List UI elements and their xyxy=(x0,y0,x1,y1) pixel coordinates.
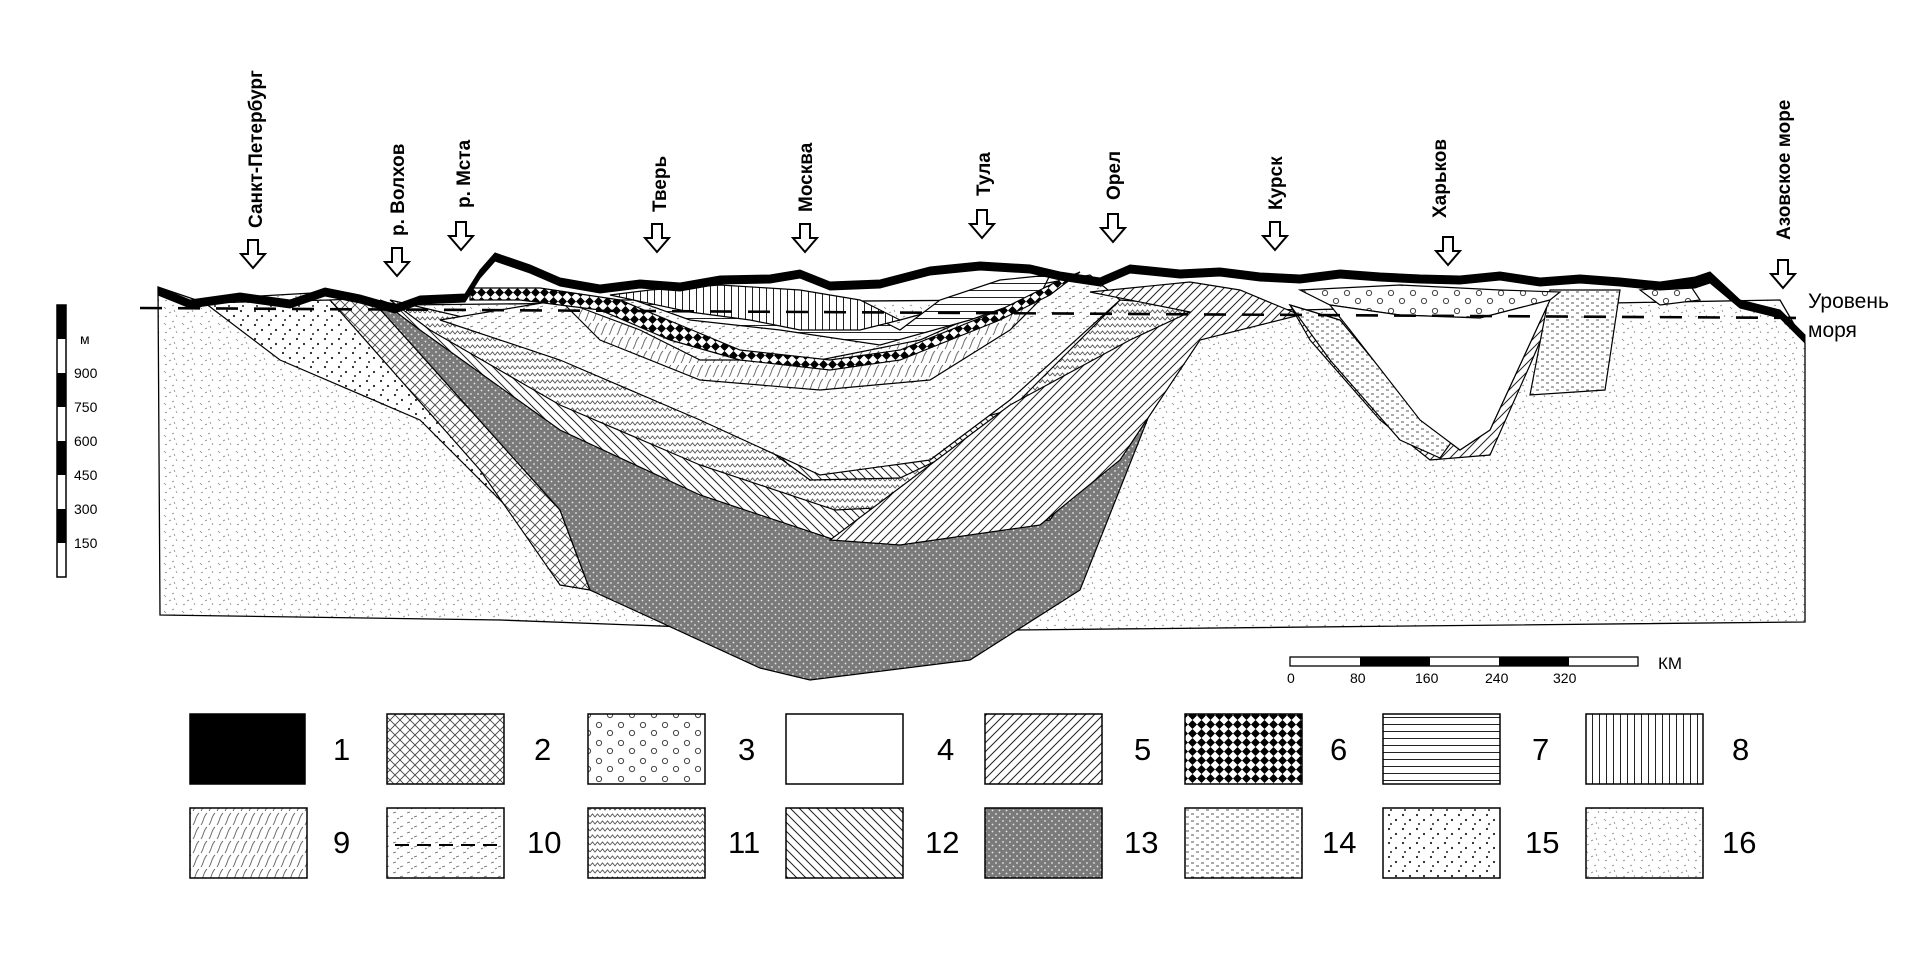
legend: 1 2 3 4 5 6 7 8 9 10 11 12 13 14 15 16 xyxy=(189,713,1756,879)
depth-tick-300: 300 xyxy=(74,501,98,517)
depth-scale: м 900 750 600 450 300 150 xyxy=(56,304,98,578)
down-arrow-icon xyxy=(967,209,997,240)
city-label-msta: р. Мста xyxy=(454,139,475,208)
legend-num-8: 8 xyxy=(1732,732,1749,767)
layer-4-blank xyxy=(1328,299,1552,451)
marker-kharkov: Харьков xyxy=(1430,139,1463,267)
legend-swatch-5 xyxy=(984,713,1103,785)
down-arrow-icon xyxy=(790,223,820,254)
legend-swatch-4 xyxy=(785,713,904,785)
down-arrow-icon xyxy=(446,221,476,252)
km-tick-240: 240 xyxy=(1485,670,1509,686)
down-arrow-icon xyxy=(238,239,268,270)
city-label-moscow: Москва xyxy=(796,142,817,212)
section-body xyxy=(139,252,1806,681)
km-unit: КМ xyxy=(1658,654,1682,673)
legend-swatch-2 xyxy=(386,713,505,785)
down-arrow-icon xyxy=(1768,259,1798,290)
marker-msta: р. Мста xyxy=(446,139,476,252)
legend-num-14: 14 xyxy=(1322,825,1356,860)
legend-swatch-13 xyxy=(984,807,1103,879)
legend-swatch-12 xyxy=(785,807,904,879)
legend-num-2: 2 xyxy=(534,732,551,767)
depth-unit: м xyxy=(80,331,90,347)
city-label-kursk: Курск xyxy=(1266,156,1287,210)
legend-swatch-7 xyxy=(1382,713,1501,785)
legend-swatch-16 xyxy=(1585,807,1704,879)
legend-swatch-14 xyxy=(1184,807,1303,879)
marker-orel: Орел xyxy=(1098,151,1128,244)
marker-tula: Тула xyxy=(967,152,997,240)
legend-swatch-3 xyxy=(587,713,706,785)
city-label-spb: Санкт-Петербург xyxy=(246,70,267,228)
legend-num-5: 5 xyxy=(1134,732,1151,767)
km-tick-80: 80 xyxy=(1350,670,1366,686)
legend-swatch-8 xyxy=(1585,713,1704,785)
legend-num-12: 12 xyxy=(925,825,959,860)
legend-swatch-1 xyxy=(189,713,306,785)
down-arrow-icon xyxy=(1433,236,1463,267)
marker-tver: Тверь xyxy=(642,156,672,254)
legend-num-11: 11 xyxy=(728,825,760,860)
legend-num-10: 10 xyxy=(527,825,561,860)
legend-swatch-15 xyxy=(1382,807,1501,879)
legend-swatch-10 xyxy=(386,807,505,879)
legend-num-7: 7 xyxy=(1532,732,1549,767)
depth-tick-750: 750 xyxy=(74,399,98,415)
legend-swatch-6 xyxy=(1184,713,1303,785)
marker-azov: Азовское море xyxy=(1768,100,1798,290)
down-arrow-icon xyxy=(642,223,672,254)
city-label-tver: Тверь xyxy=(650,156,671,212)
legend-num-3: 3 xyxy=(738,732,755,767)
sea-level-label-line1: Уровень xyxy=(1808,290,1889,313)
legend-num-15: 15 xyxy=(1525,825,1559,860)
depth-tick-450: 450 xyxy=(74,467,98,483)
depth-tick-600: 600 xyxy=(74,433,98,449)
km-tick-160: 160 xyxy=(1415,670,1439,686)
legend-num-6: 6 xyxy=(1330,732,1347,767)
marker-volkhov: р. Волхов xyxy=(382,144,412,278)
legend-swatch-11 xyxy=(587,807,706,879)
km-tick-320: 320 xyxy=(1553,670,1577,686)
marker-spb: Санкт-Петербург xyxy=(238,70,268,270)
legend-num-16: 16 xyxy=(1722,825,1756,860)
legend-num-1: 1 xyxy=(333,732,350,767)
layer-1-surface xyxy=(157,252,1806,345)
city-label-tula: Тула xyxy=(974,152,995,196)
marker-moscow: Москва xyxy=(790,142,820,254)
legend-swatch-9 xyxy=(189,807,308,879)
city-label-kharkov: Харьков xyxy=(1430,139,1451,218)
legend-num-13: 13 xyxy=(1124,825,1158,860)
down-arrow-icon xyxy=(1098,213,1128,244)
down-arrow-icon xyxy=(1260,221,1290,252)
legend-num-9: 9 xyxy=(333,825,350,860)
city-label-orel: Орел xyxy=(1104,151,1125,200)
city-label-azov: Азовское море xyxy=(1774,100,1795,240)
city-markers: Санкт-Петербург р. Волхов р. Мста Тверь … xyxy=(238,70,1798,290)
km-tick-0: 0 xyxy=(1287,670,1295,686)
marker-kursk: Курск xyxy=(1260,156,1290,252)
legend-num-4: 4 xyxy=(937,732,954,767)
sea-level-line xyxy=(139,306,1806,320)
layer-6-checker xyxy=(469,271,1081,371)
km-scale: 0 80 160 240 320 КМ xyxy=(1287,654,1682,686)
sea-level-label-line2: моря xyxy=(1808,319,1857,342)
depth-tick-150: 150 xyxy=(74,535,98,551)
city-label-volkhov: р. Волхов xyxy=(388,144,409,236)
depth-tick-900: 900 xyxy=(74,365,98,381)
down-arrow-icon xyxy=(382,247,412,278)
